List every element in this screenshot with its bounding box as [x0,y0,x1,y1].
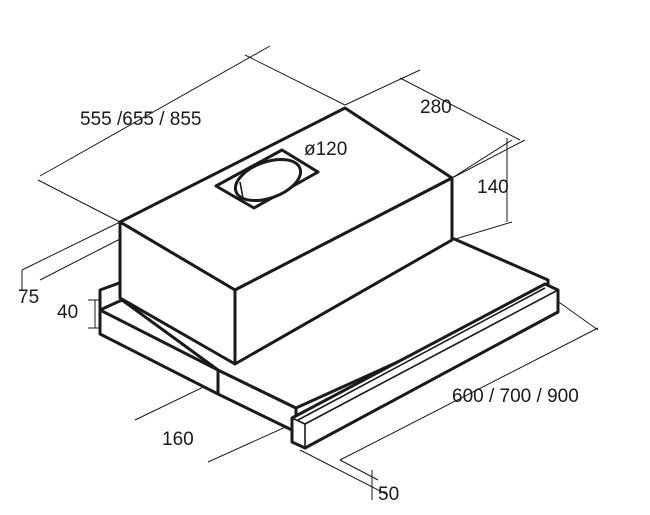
width-label: 600 / 700 / 900 [452,386,579,407]
front-panel [290,282,560,450]
width-extension-right [555,299,599,331]
frame-height-label: 75 [18,287,39,308]
height-extension-top [451,139,513,179]
panel-groove [297,287,546,421]
duct-ring [233,157,303,203]
panel-edge-1 [291,417,306,425]
hood-body [118,106,454,366]
offset-extension-right [207,424,291,463]
depth-extension-right [451,139,526,179]
length-label: 555 /655 / 855 [80,109,202,130]
length-dimension-line [39,45,271,177]
dimension-lines [21,45,599,500]
panel-extension-left [299,449,389,496]
depth-extension-top [399,77,521,141]
length-extension-right [244,54,346,106]
body-right-face [233,176,454,366]
rail-top-edge [99,299,123,311]
length-extension-left [37,179,121,223]
front-panel-label: 50 [378,484,399,505]
panel-edge-2 [304,289,559,425]
duct-outlet [214,148,320,210]
offset-label: 160 [162,429,194,450]
depth-label: 280 [420,97,452,118]
width-dimension-line [339,327,599,461]
duct-lip [239,181,244,199]
height-label: 140 [477,177,509,198]
rail-height-label: 40 [57,302,78,323]
frame-extension-top [21,221,121,271]
dimension-labels: 555 /655 / 855 280 ø120 140 75 40 600 / … [18,97,579,505]
depth-extension-left [344,69,421,106]
frame-dimension-line [39,237,123,281]
duct-diameter-label: ø120 [304,139,347,160]
height-extension-bottom [451,221,513,241]
